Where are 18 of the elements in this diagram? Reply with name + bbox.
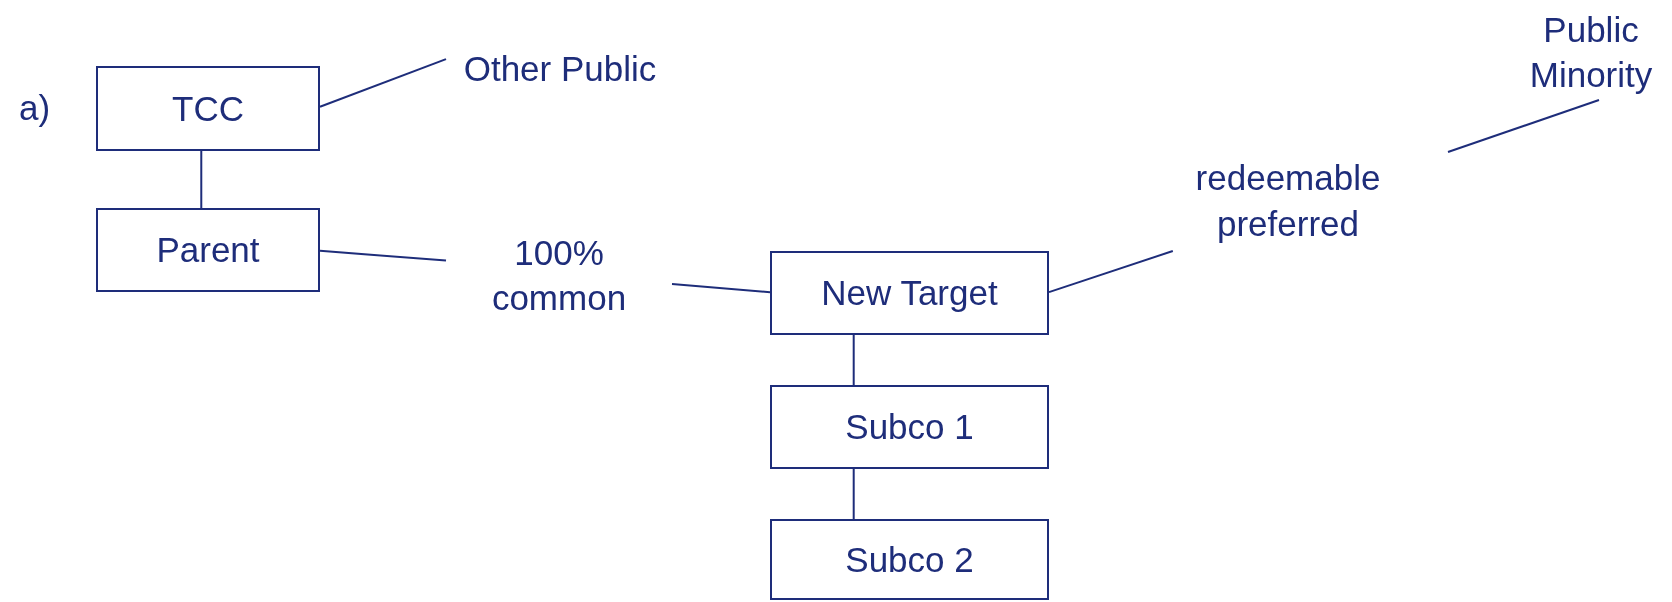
ownership-label: redeemable preferred <box>1128 150 1448 251</box>
connector-line <box>319 249 447 262</box>
connector-line <box>1048 250 1174 294</box>
entity-box: TCC <box>96 66 320 151</box>
ownership-label: 100% common <box>446 230 672 320</box>
entity-box: Subco 2 <box>770 519 1049 600</box>
connector-line <box>852 334 855 386</box>
ownership-label: Public Minority <box>1511 4 1671 100</box>
connector-line <box>852 468 855 520</box>
entity-box: Subco 1 <box>770 385 1049 469</box>
connector-line <box>671 283 771 294</box>
entity-box: New Target <box>770 251 1049 335</box>
panel-label: a) <box>19 88 51 128</box>
connector-line <box>200 150 203 209</box>
entity-box: Parent <box>96 208 320 292</box>
ownership-label: Other Public <box>446 28 674 110</box>
connector-line <box>1447 99 1600 153</box>
connector-line <box>319 58 447 108</box>
